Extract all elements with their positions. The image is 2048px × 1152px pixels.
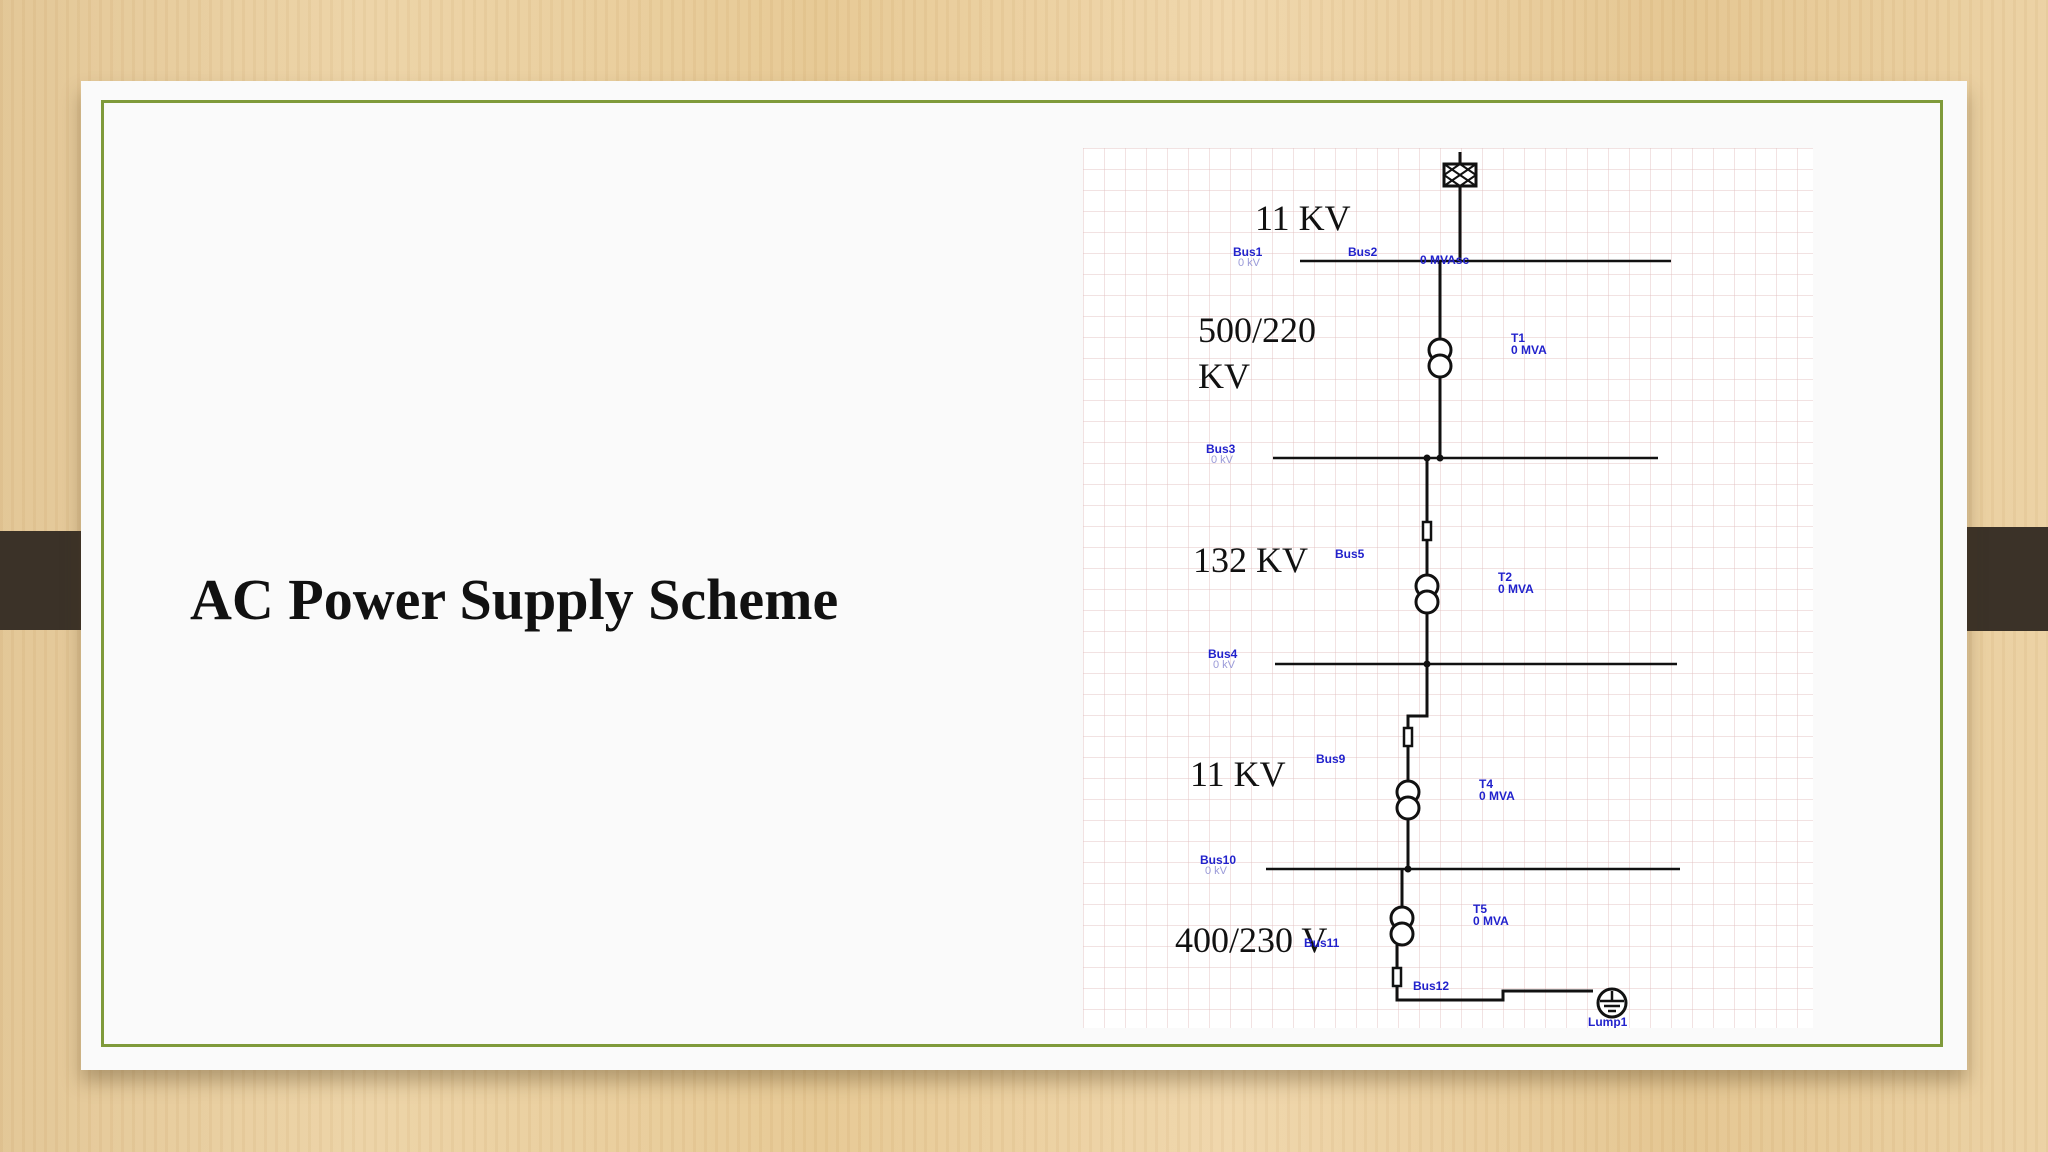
- voltage-label-t1: 500/220: [1198, 310, 1316, 350]
- voltage-label-t4: 11 KV: [1190, 754, 1286, 794]
- bus12-label: Bus12: [1413, 979, 1449, 993]
- t5-rating: 0 MVA: [1473, 914, 1509, 928]
- bus9-label: Bus9: [1316, 752, 1346, 766]
- load-label: Lump1: [1588, 1015, 1628, 1028]
- voltage-label-t1-unit: KV: [1198, 356, 1250, 396]
- bus11-label: Bus11: [1304, 936, 1340, 950]
- bus3-rating: 0 kV: [1211, 454, 1234, 466]
- bus1-label: Bus1: [1233, 245, 1263, 259]
- t2-rating: 0 MVA: [1498, 582, 1534, 596]
- breaker-icon: [1421, 520, 1433, 542]
- diagram-svg: Bus1 0 kV Bus2 0 MVAsc 11 KV T1 0 MVA 50…: [1175, 152, 1680, 1028]
- slide-border: [101, 100, 1943, 1047]
- voltage-label-t5: 400/230 V: [1175, 920, 1327, 960]
- bus1-rating: 0 kV: [1238, 257, 1261, 269]
- bus10-label: Bus10: [1200, 853, 1236, 867]
- t1-label: T1: [1511, 331, 1525, 345]
- t2-label: T2: [1498, 570, 1512, 584]
- breaker-icon: [1402, 726, 1414, 748]
- t5-label: T5: [1473, 902, 1487, 916]
- voltage-label-top: 11 KV: [1255, 198, 1351, 238]
- breaker-icon: [1391, 966, 1403, 988]
- bus4-label: Bus4: [1208, 647, 1238, 661]
- t4-rating: 0 MVA: [1479, 789, 1515, 803]
- voltage-label-t2: 132 KV: [1193, 540, 1308, 580]
- bus5-label: Bus5: [1335, 547, 1365, 561]
- lumped-load-icon: [1596, 987, 1628, 1019]
- bus2-rating: 0 MVAsc: [1420, 253, 1469, 267]
- bus10-rating: 0 kV: [1205, 865, 1228, 877]
- grid-source-icon: [1442, 152, 1478, 261]
- bus4-rating: 0 kV: [1213, 659, 1236, 671]
- bus2-label: Bus2: [1348, 245, 1378, 259]
- single-line-diagram: Bus1 0 kV Bus2 0 MVAsc 11 KV T1 0 MVA 50…: [1083, 148, 1813, 1028]
- slide-title: AC Power Supply Scheme: [190, 567, 839, 632]
- t4-label: T4: [1479, 777, 1493, 791]
- t1-rating: 0 MVA: [1511, 343, 1547, 357]
- bus3-label: Bus3: [1206, 442, 1236, 456]
